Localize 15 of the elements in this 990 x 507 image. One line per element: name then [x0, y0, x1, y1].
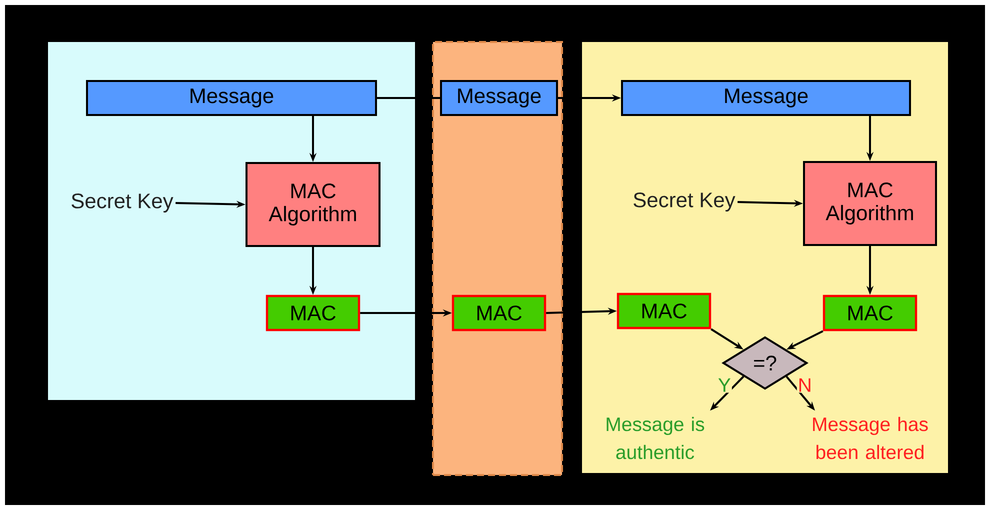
result-label: Message has been altered	[813, 416, 928, 460]
message-bar: Message	[86, 80, 377, 116]
result-label: Message is authentic	[606, 416, 704, 460]
key-label: Secret Key	[634, 192, 736, 212]
edge-label: N	[799, 378, 810, 392]
message-bar: Message	[621, 80, 911, 116]
edge-label: Y	[718, 378, 730, 392]
mac-box: MAC	[452, 294, 546, 332]
message-bar: Message	[440, 80, 558, 116]
key-label: Secret Key	[72, 194, 174, 213]
algorithm-box: MAC Algorithm	[803, 161, 937, 246]
mac-box: MAC	[266, 294, 360, 332]
mac-box: MAC	[616, 292, 712, 330]
algorithm-box: MAC Algorithm	[246, 162, 380, 247]
mac-box: MAC	[822, 294, 918, 332]
